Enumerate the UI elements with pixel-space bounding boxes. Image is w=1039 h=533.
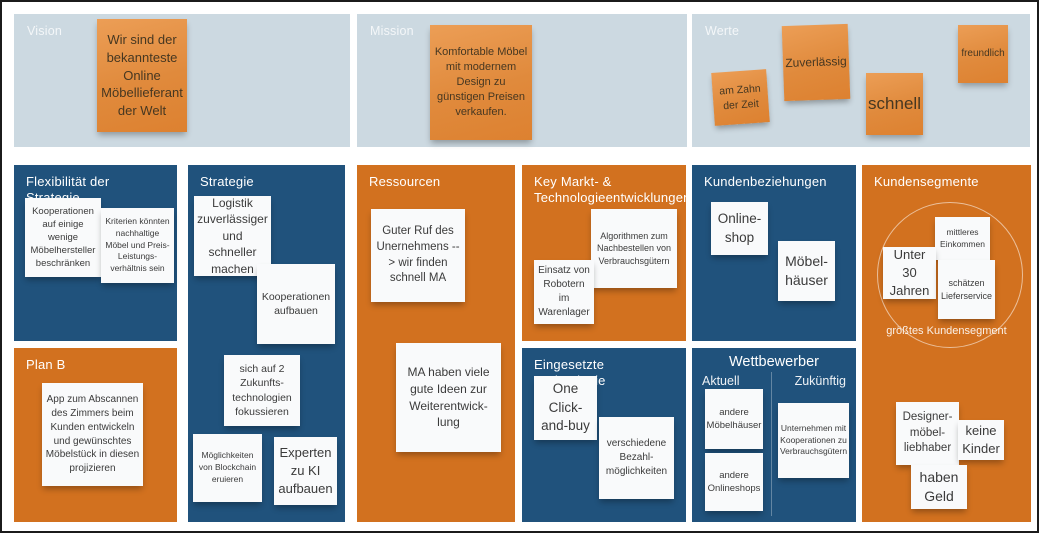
panel-plan-b[interactable]: Plan B App zum Abscannen des Zimmers bei… [14, 348, 177, 522]
panel-mission-label: Mission [370, 24, 414, 38]
panel-vision[interactable]: Vision Wir sind der bekannteste Online M… [14, 14, 350, 147]
panel-mission[interactable]: Mission Komfortable Möbel mit modernem D… [357, 14, 687, 147]
sticky-note-am-zahn-der-zeit[interactable]: am Zahn der Zeit [711, 69, 770, 126]
sticky-note-kooperationen-aufbauen[interactable]: Kooperationen aufbauen [257, 264, 335, 344]
panel-kundenbeziehungen-label: Kundenbeziehungen [704, 174, 827, 189]
sticky-note-zuverlaessig[interactable]: Zuverlässig [781, 23, 851, 102]
panel-kundensegmente-label: Kundensegmente [874, 174, 979, 189]
wettbewerber-divider [771, 372, 772, 516]
panel-kundenbeziehungen[interactable]: Kundenbeziehungen Online- shop Möbel- hä… [692, 165, 856, 341]
sticky-note-keine-kinder[interactable]: keine Kinder [958, 420, 1004, 460]
sticky-note-bezahlmoeglichkeiten[interactable]: verschiedene Bezahl- möglichkeiten [599, 417, 674, 499]
sticky-note-unter-30[interactable]: Unter 30 Jahren [883, 247, 936, 299]
sticky-note-app-abscannen[interactable]: App zum Abscannen des Zimmers beim Kunde… [42, 383, 143, 486]
sticky-note-algorithmen[interactable]: Algorithmen zum Nachbestellen von Verbra… [591, 209, 677, 288]
panel-vision-label: Vision [27, 24, 63, 38]
sticky-note-onlineshop[interactable]: Online- shop [711, 202, 768, 255]
panel-key-markt-technologieentwicklungen[interactable]: Key Markt- & Technologieentwicklungen Al… [522, 165, 691, 341]
panel-wettbewerber-label: Wettbewerber [729, 354, 819, 370]
panel-flexibilitaet-der-strategie[interactable]: Flexibilität der Strategie Kooperationen… [14, 165, 177, 341]
sticky-note-experten-ki[interactable]: Experten zu KI aufbauen [274, 437, 337, 505]
panel-strategie-label: Strategie [200, 174, 254, 189]
sticky-note-zukunftstechnologien[interactable]: sich auf 2 Zukunfts-technologien fokussi… [224, 355, 300, 426]
wettbewerber-aktuell-label: Aktuell [702, 374, 740, 388]
sticky-note-kooperationen-beschraenken[interactable]: Kooperationen auf einige wenige Möbelher… [25, 198, 101, 277]
sticky-note-vision[interactable]: Wir sind der bekannteste Online Möbellie… [97, 19, 187, 132]
sticky-note-mission[interactable]: Komfortable Möbel mit modernem Design zu… [430, 25, 532, 140]
sticky-note-schnell[interactable]: schnell [866, 73, 923, 135]
panel-ressourcen-label: Ressourcen [369, 174, 441, 189]
sticky-note-andere-onlineshops[interactable]: andere Onlineshops [705, 453, 763, 511]
sticky-note-unternehmen-kooperationen[interactable]: Unternehmen mit Kooperationen zu Verbrau… [778, 403, 849, 478]
sticky-note-freundlich[interactable]: freundlich [958, 25, 1008, 83]
panel-eingesetzte-technologie[interactable]: Eingesetzte Technologie One Click- and-b… [522, 348, 686, 522]
sticky-note-guter-ruf[interactable]: Guter Ruf des Unernehmens --> wir finden… [371, 209, 465, 302]
panel-werte[interactable]: Werte am Zahn der Zeit Zuverlässig schne… [692, 14, 1030, 147]
sticky-note-roboter-warenlager[interactable]: Einsatz von Robotern im Warenlager [534, 260, 594, 324]
wettbewerber-zukuenftig-label: Zukünftig [794, 374, 846, 388]
kundensegment-circle [877, 202, 1023, 348]
sticky-note-blockchain[interactable]: Möglichkeiten von Blockchain eruieren [193, 434, 262, 502]
panel-key-markt-label: Key Markt- & Technologieentwicklungen [534, 174, 691, 206]
sticky-note-andere-moebelhaeuser[interactable]: andere Möbelhäuser [705, 389, 763, 449]
sticky-note-ma-ideen[interactable]: MA haben viele gute Ideen zur Weiterentw… [396, 343, 501, 452]
sticky-note-haben-geld[interactable]: haben Geld [911, 465, 967, 509]
sticky-note-designermoebel[interactable]: Designer- möbel- liebhaber [896, 402, 959, 465]
sticky-note-mittleres-einkommen[interactable]: mittleres Einkommen [935, 217, 990, 260]
panel-wettbewerber[interactable]: Wettbewerber Aktuell Zukünftig andere Mö… [692, 348, 856, 522]
panel-plan-b-label: Plan B [26, 357, 66, 372]
kundensegment-circle-label: größtes Kundensegment [886, 325, 1007, 337]
panel-werte-label: Werte [705, 24, 740, 38]
sticky-note-kriterien[interactable]: Kriterien könnten nachhaltige Möbel und … [101, 208, 174, 283]
sticky-note-logistik[interactable]: Logistik zuverlässiger und schneller mac… [194, 196, 271, 276]
panel-strategie[interactable]: Strategie Logistik zuverlässiger und sch… [188, 165, 345, 522]
panel-ressourcen[interactable]: Ressourcen Guter Ruf des Unernehmens -->… [357, 165, 515, 522]
sticky-note-one-click-and-buy[interactable]: One Click- and-buy [534, 376, 597, 440]
sticky-note-schaetzen-lieferservice[interactable]: schätzen Lieferservice [938, 260, 995, 319]
panel-kundensegmente[interactable]: Kundensegmente größtes Kundensegment mit… [862, 165, 1031, 522]
sticky-note-moebelhaeuser[interactable]: Möbel- häuser [778, 241, 835, 301]
